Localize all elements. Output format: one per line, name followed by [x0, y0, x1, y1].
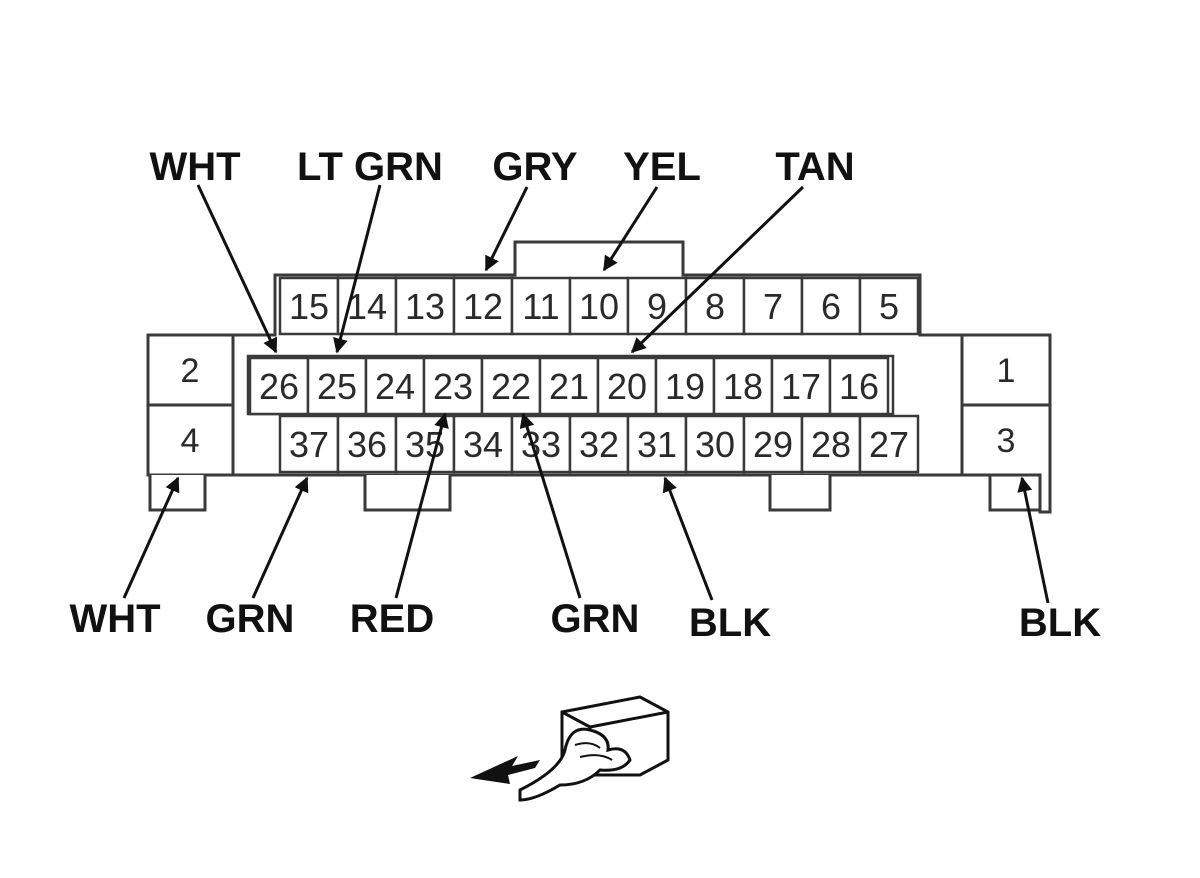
pin-number-23: 23: [433, 366, 473, 407]
pin-4-number: 4: [181, 422, 200, 460]
pin-number-13: 13: [405, 286, 445, 327]
pin-number-18: 18: [723, 366, 763, 407]
pin-cell-19: [654, 356, 716, 416]
pin-cell-25: [306, 356, 368, 416]
arrow-pin3: [1017, 476, 1050, 604]
arrow-pin25: [333, 184, 382, 354]
pin-number-15: 15: [289, 286, 329, 327]
pin-cell-22: [480, 356, 542, 416]
pin-number-30: 30: [695, 424, 735, 465]
pin-number-24: 24: [375, 366, 415, 407]
pin-number-32: 32: [579, 424, 619, 465]
pin-cell-17: [770, 356, 832, 416]
arrow-pin26: [196, 184, 278, 354]
arrow-pin31: [662, 476, 714, 601]
pin-cell-27: [858, 414, 920, 474]
arrow-pin37: [251, 476, 309, 599]
wire-label-pin4: WHT: [69, 597, 160, 641]
arrow-pin10: [602, 186, 659, 272]
arrow-pin20: [630, 185, 805, 354]
pin-number-5: 5: [879, 286, 899, 327]
pin-number-29: 29: [753, 424, 793, 465]
pin-number-11: 11: [522, 286, 559, 327]
pin-cell-31: [626, 414, 688, 474]
wire-label-pin3: BLK: [1019, 601, 1101, 645]
wire-label-pin12: GRY: [492, 145, 578, 189]
pin-number-37: 37: [289, 424, 329, 465]
pin-cell-29: [742, 414, 804, 474]
pin-number-31: 31: [637, 424, 677, 465]
wire-label-pin37: GRN: [206, 597, 295, 641]
pin-number-10: 10: [579, 286, 619, 327]
pin-number-8: 8: [705, 286, 725, 327]
pin-number-27: 27: [869, 424, 909, 465]
pin-number-20: 20: [607, 366, 647, 407]
pin-cell-24: [364, 356, 426, 416]
wire-label-pin22: GRN: [551, 597, 640, 641]
pin-number-12: 12: [463, 286, 503, 327]
wire-label-pin26: WHT: [149, 145, 240, 189]
pin-cell-8: [684, 276, 746, 336]
arrow-pin23: [394, 412, 449, 599]
pin-number-6: 6: [821, 286, 841, 327]
terminal-side-view-icon: [470, 695, 670, 802]
arrow-pin12: [484, 186, 529, 272]
wire-label-pin23: RED: [350, 597, 434, 641]
pin-number-34: 34: [463, 424, 503, 465]
pin-1-number: 1: [997, 352, 1016, 390]
pin-row-middle: 26 25 24 23 22 21 20 19 18 17 16: [248, 356, 890, 416]
pin-number-19: 19: [665, 366, 705, 407]
pin-number-26: 26: [259, 366, 299, 407]
pin-cell-9: [626, 276, 688, 336]
pin-2-number: 2: [181, 352, 200, 390]
pin-number-16: 16: [839, 366, 879, 407]
pin-number-17: 17: [781, 366, 821, 407]
pin-cell-21: [538, 356, 600, 416]
pin-number-35: 35: [405, 424, 445, 465]
leader-arrows: [122, 184, 1050, 604]
wire-label-pin20: TAN: [775, 145, 854, 189]
pin-3-number: 3: [997, 422, 1016, 460]
wire-label-pin25: LT GRN: [297, 145, 443, 189]
arrow-pin22: [519, 412, 582, 599]
pin-number-7: 7: [763, 286, 783, 327]
pin-cell-37: [278, 414, 340, 474]
pin-cell-16: [828, 356, 890, 416]
pin-number-22: 22: [491, 366, 531, 407]
pin-number-9: 9: [647, 286, 667, 327]
pin-number-25: 25: [317, 366, 357, 407]
pin-cell-23: [422, 356, 484, 416]
pin-number-21: 21: [549, 366, 589, 407]
wire-label-pin10: YEL: [623, 145, 701, 189]
arrow-pin4: [122, 476, 180, 599]
wire-label-pin31: BLK: [689, 601, 771, 645]
pin-cell-6: [800, 276, 862, 336]
pin-number-36: 36: [347, 424, 387, 465]
pin-number-28: 28: [811, 424, 851, 465]
pin-cell-5: [858, 276, 920, 336]
